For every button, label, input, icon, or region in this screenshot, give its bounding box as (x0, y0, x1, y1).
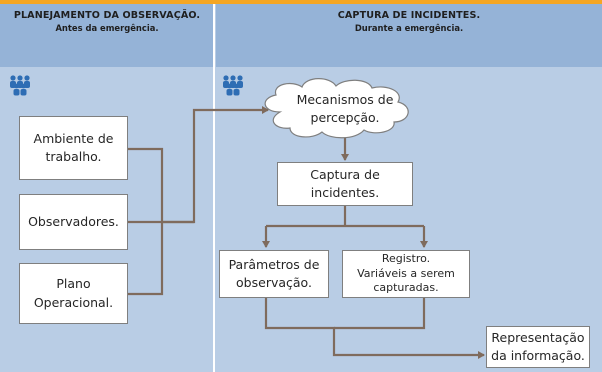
arrow-to-mecanismos (162, 106, 269, 224)
left-header-title: PLANEJAMENTO DA OBSERVAÇÃO. (13, 10, 201, 21)
registro-merge-connector (334, 298, 426, 330)
node-ambiente: Ambiente de trabalho. (19, 116, 128, 180)
node-plano: Plano Operacional. (19, 263, 128, 324)
captura-split-connector (266, 206, 424, 228)
node-plano-label: Plano Operacional. (33, 276, 114, 310)
right-header: CAPTURA DE INCIDENTES. Durante a emergên… (216, 4, 602, 67)
people-group-icon (223, 75, 243, 96)
people-group-icon (10, 75, 30, 96)
mecanismos-cloud-shape (264, 78, 409, 139)
node-registro: Registro. Variáveis a serem capturadas. (342, 250, 470, 298)
node-captura: Captura de incidentes. (277, 162, 413, 206)
node-mecanismos-label: Mecanismos de percepção. (296, 92, 394, 126)
node-registro-label: Registro. Variáveis a serem capturadas. (357, 251, 455, 295)
node-observadores-label: Observadores. (28, 213, 119, 229)
node-ambiente-label: Ambiente de trabalho. (33, 130, 114, 164)
node-parametros-label: Parâmetros de observação. (228, 256, 320, 290)
node-observadores: Observadores. (19, 194, 128, 250)
node-parametros: Parâmetros de observação. (219, 250, 329, 298)
top-accent-bar (0, 0, 602, 4)
node-captura-label: Captura de incidentes. (310, 166, 380, 200)
left-header: PLANEJAMENTO DA OBSERVAÇÃO. Antes da eme… (0, 4, 214, 67)
panel-divider (213, 4, 215, 372)
node-representacao-label: Representação da informação. (491, 329, 585, 363)
left-header-subtitle: Antes da emergência. (55, 23, 159, 33)
arrow-to-representacao (264, 298, 485, 359)
right-header-subtitle: Durante a emergência. (354, 23, 464, 33)
node-representacao: Representação da informação. (486, 326, 590, 368)
right-header-title: CAPTURA DE INCIDENTES. (337, 10, 481, 21)
node-mecanismos: Mecanismos de percepção. (270, 91, 420, 127)
